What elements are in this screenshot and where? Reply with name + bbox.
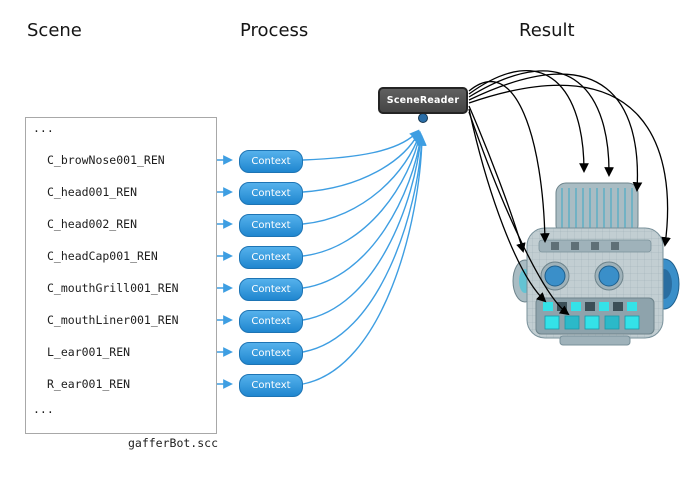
context-badge: Context [239, 278, 303, 301]
scene-reader-node: SceneReader [378, 87, 468, 114]
scene-item: C_head002_REN [47, 217, 138, 231]
scene-reader-input-plug [418, 113, 428, 123]
robot-brow-rivets [551, 242, 619, 250]
context-badge: Context [239, 214, 303, 237]
scene-item: C_headCap001_REN [47, 249, 158, 263]
context-badge: Context [239, 342, 303, 365]
scene-ellipsis-bottom: ... [33, 402, 54, 416]
context-badge: Context [239, 374, 303, 397]
robot-right-eye [598, 265, 620, 287]
scene-item: C_head001_REN [47, 185, 138, 199]
scene-item: L_ear001_REN [47, 345, 131, 359]
column-header-scene: Scene [27, 20, 82, 41]
robot-illustration [512, 182, 680, 346]
robot-head-cap-grooves [561, 188, 633, 230]
scene-item: R_ear001_REN [47, 377, 131, 391]
scene-item: C_mouthLiner001_REN [47, 313, 179, 327]
scene-hierarchy-box [25, 117, 217, 434]
context-badge: Context [239, 150, 303, 173]
scene-ellipsis-top: ... [33, 121, 54, 135]
robot-mouth-grill-row [544, 315, 640, 330]
context-badge: Context [239, 310, 303, 333]
scene-file-caption: gafferBot.scc [127, 436, 218, 450]
context-badge: Context [239, 246, 303, 269]
column-header-process: Process [240, 20, 309, 41]
column-header-result: Result [519, 20, 575, 41]
context-badge: Context [239, 182, 303, 205]
scene-item: C_mouthGrill001_REN [47, 281, 179, 295]
robot-chin [559, 335, 631, 346]
scene-item: C_browNose001_REN [47, 153, 165, 167]
context-to-node-arrows [302, 129, 427, 385]
node-to-result-arrows [468, 70, 671, 316]
robot-left-eye [544, 265, 566, 287]
